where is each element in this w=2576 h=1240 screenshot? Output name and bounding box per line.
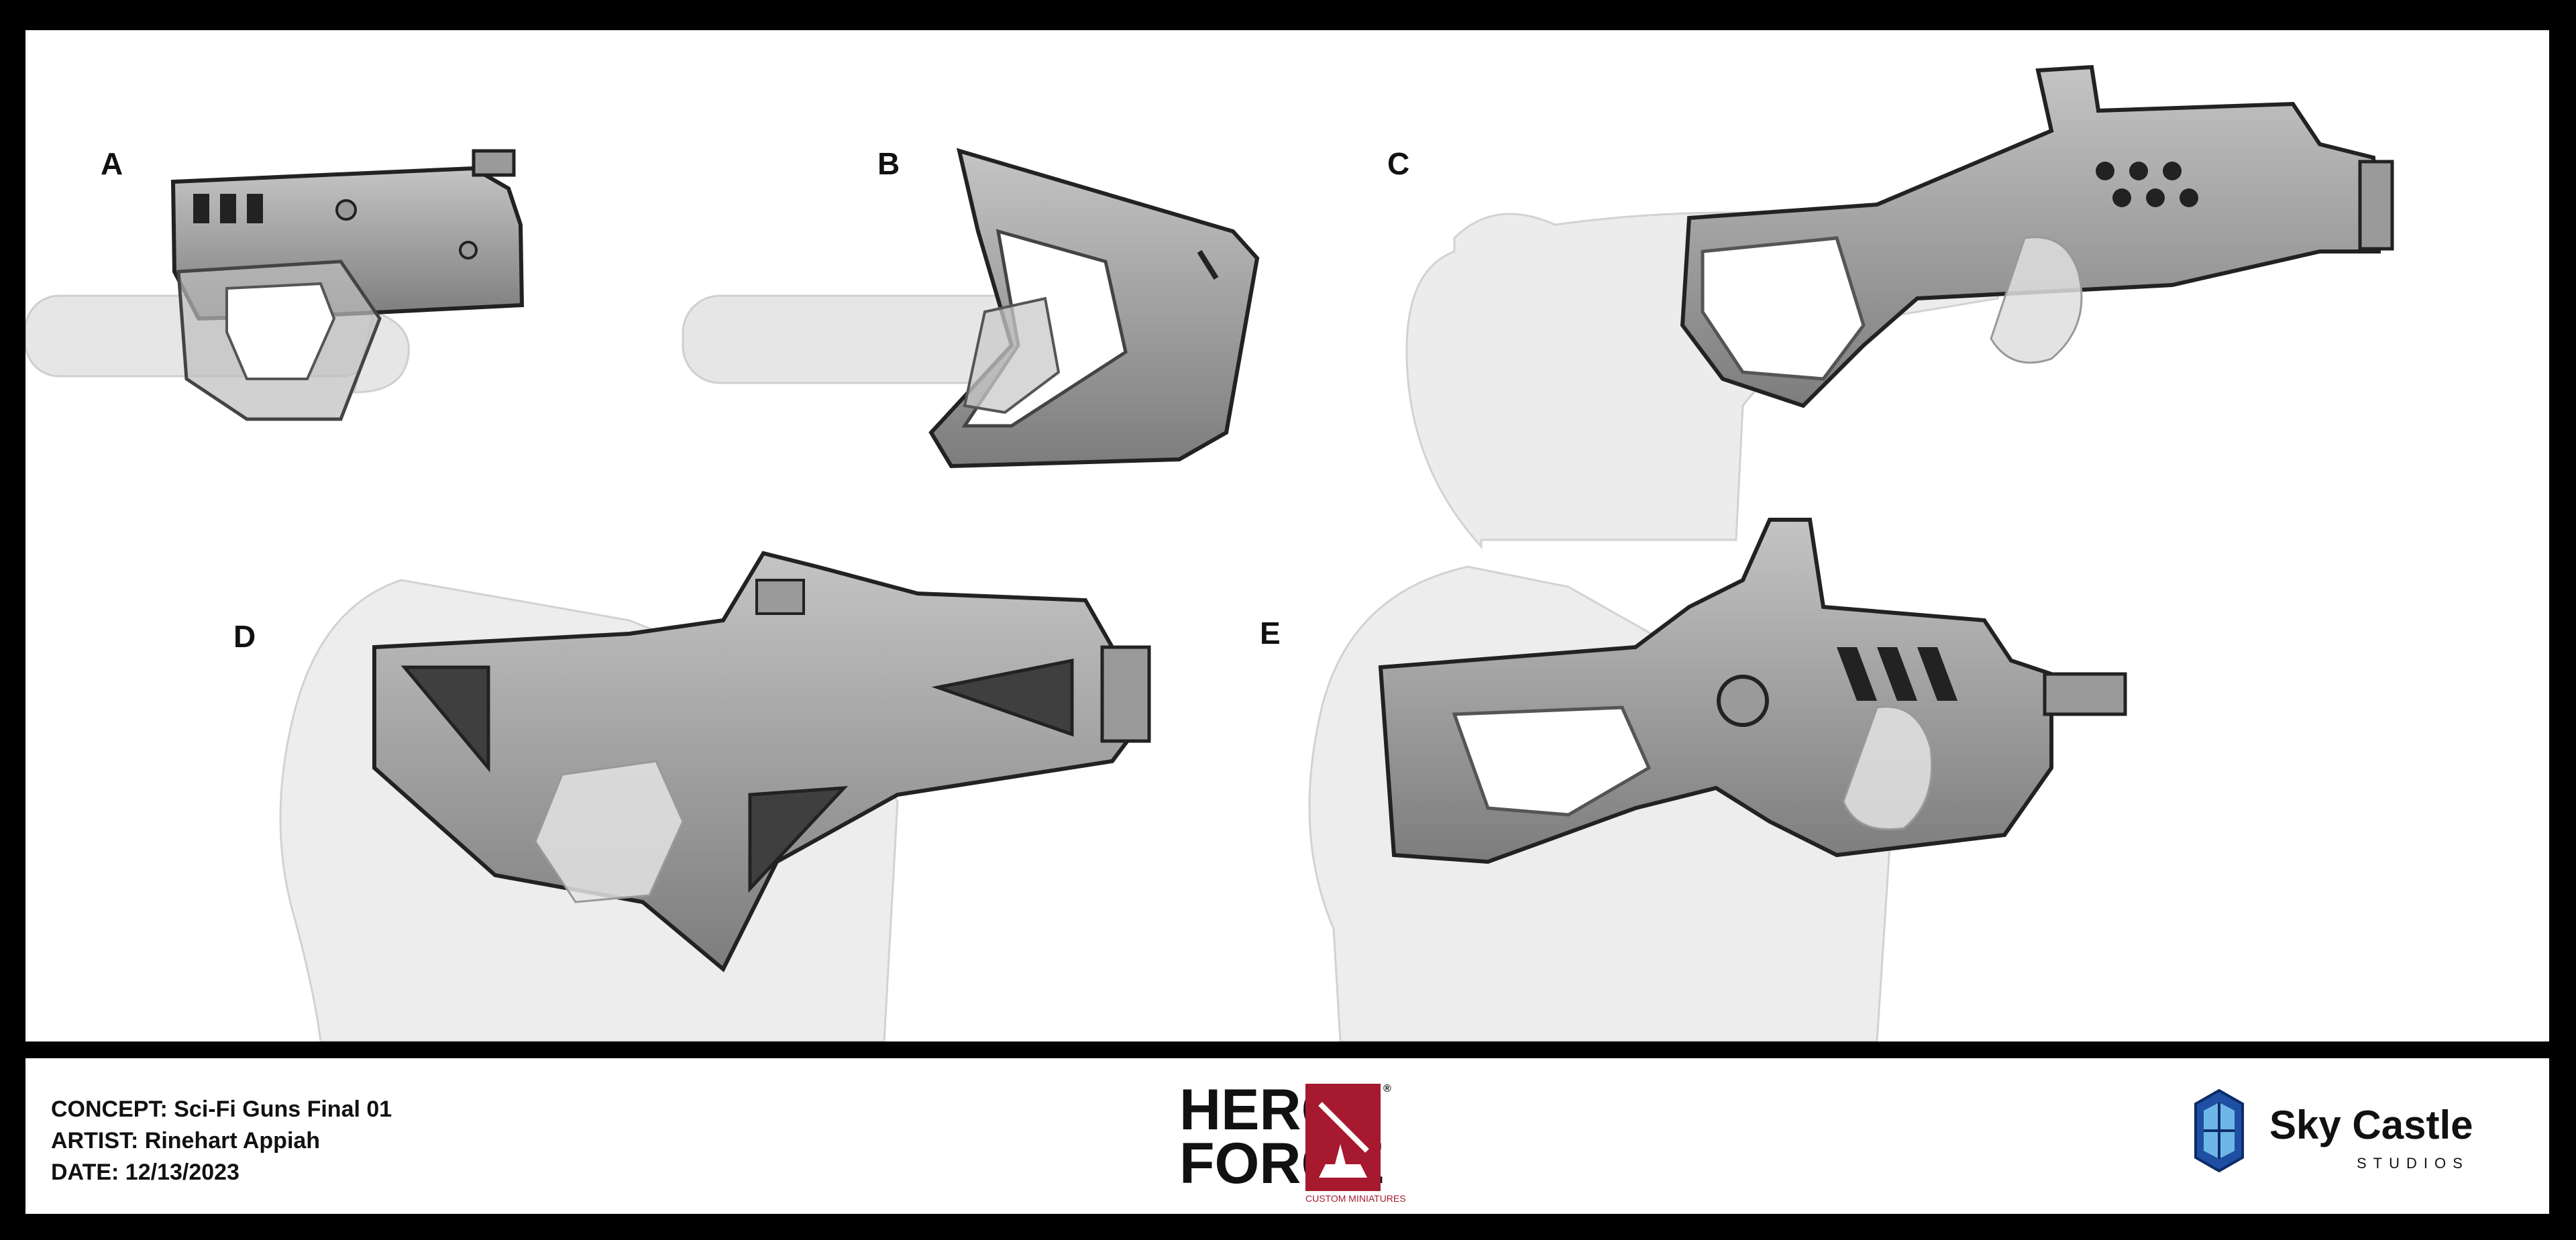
port-c3 <box>2163 162 2182 180</box>
panel-label-d: D <box>233 619 256 654</box>
anvil-icon <box>1319 1144 1367 1178</box>
port-c5 <box>2146 188 2165 207</box>
port-c6 <box>2180 188 2198 207</box>
muzzle-c <box>2358 160 2394 251</box>
panel-d1 <box>400 665 490 773</box>
trigger-guard-a <box>225 282 336 380</box>
sky-castle-logo: Sky Castle STUDIOS <box>2194 1088 2473 1173</box>
bolt-a1 <box>335 199 357 221</box>
port-c1 <box>2096 162 2114 180</box>
date-label: DATE: 12/13/2023 <box>51 1160 239 1185</box>
vent-a3 <box>247 194 263 223</box>
title-block: CONCEPT: Sci-Fi Guns Final 01 ARTIST: Ri… <box>25 1058 2549 1214</box>
panel-label-e: E <box>1260 616 1281 651</box>
gun-concept-d: D <box>233 551 1151 1041</box>
gun-grip-b <box>963 296 1061 414</box>
sky-castle-icon <box>2194 1088 2244 1173</box>
concept-art: A B C D <box>25 64 2394 1041</box>
concept-sheet-canvas: A B C D <box>25 30 2549 1041</box>
hand-sketch-d <box>534 760 684 903</box>
hero-forge-logo: HERO FORGE ® CUSTOM MINIATURES <box>1179 1078 1406 1204</box>
dial-e <box>1717 675 1769 727</box>
trigger-guard-e <box>1452 706 1652 817</box>
gun-concept-a: A <box>25 146 525 421</box>
port-c2 <box>2129 162 2148 180</box>
sword-icon <box>1318 1102 1369 1153</box>
sky-castle-name: Sky Castle <box>2269 1103 2473 1147</box>
artist-label: ARTIST: Rinehart Appiah <box>51 1128 321 1153</box>
gun-concept-e: E <box>1260 518 2127 1041</box>
hand-sketch-a <box>353 311 410 394</box>
gun-concept-b: B <box>682 146 1260 469</box>
concept-label: CONCEPT: Sci-Fi Guns Final 01 <box>51 1096 392 1122</box>
vent-e2 <box>1877 647 1917 701</box>
vent-a2 <box>220 194 236 223</box>
port-c4 <box>2112 188 2131 207</box>
sky-castle-sub: STUDIOS <box>2357 1155 2469 1172</box>
gun-concept-c: C <box>1387 64 2394 549</box>
panel-label-c: C <box>1387 146 1409 181</box>
muzzle-d <box>1100 645 1151 743</box>
hand-sketch-c <box>1990 236 2083 364</box>
panel-label-b: B <box>877 146 900 181</box>
hero-forge-subtitle: CUSTOM MINIATURES <box>1305 1193 1406 1204</box>
bolt-a2 <box>459 241 478 260</box>
gun-sight-a <box>472 149 516 177</box>
panel-d3 <box>748 786 849 893</box>
vent-e3 <box>1917 647 1957 701</box>
registered-mark: ® <box>1383 1083 1391 1094</box>
detail-line-b <box>1197 249 1219 280</box>
hand-sketch-e <box>1842 706 1933 831</box>
trigger-guard-c <box>1701 236 1866 381</box>
vent-e1 <box>1837 647 1877 701</box>
sight-d <box>755 579 805 615</box>
muzzle-brake-e <box>2043 672 2127 716</box>
vent-a1 <box>193 194 209 223</box>
panel-d2 <box>931 658 1074 737</box>
panel-label-a: A <box>101 146 123 181</box>
